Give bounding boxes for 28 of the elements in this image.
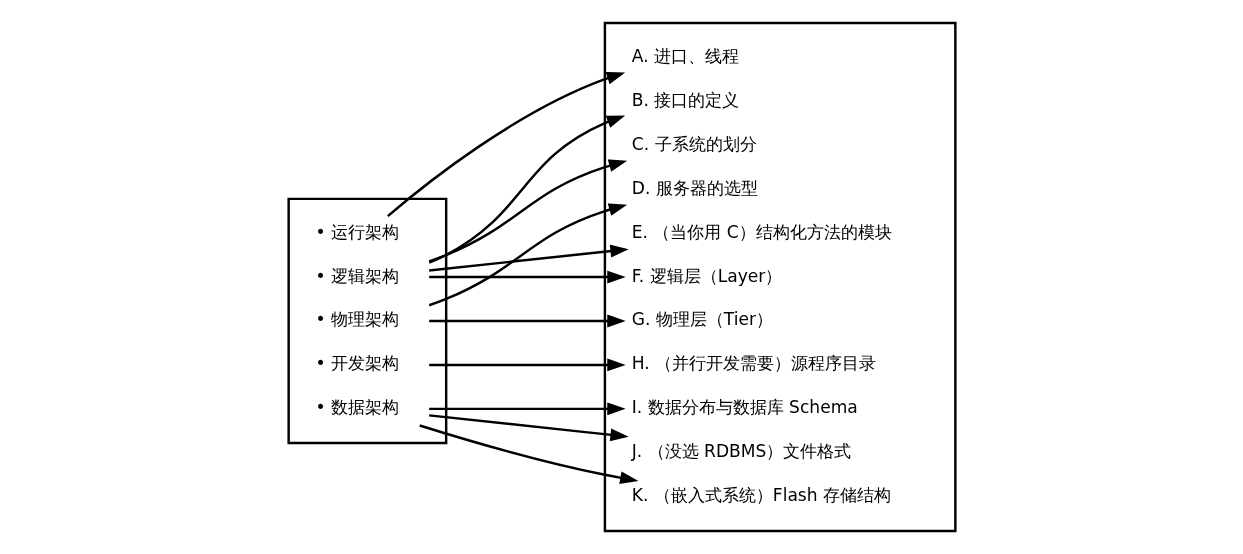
node-text: • 运行架构 (315, 221, 399, 242)
node-text: G. 物理层（Tier） (631, 309, 773, 330)
node-text: H. （并行开发需要）源程序目录 (631, 353, 876, 374)
arrow (428, 244, 629, 272)
arrow (428, 358, 626, 372)
node-text: • 逻辑架构 (315, 265, 399, 286)
node-text: K. （嵌入式系统）Flash 存储结构 (631, 485, 891, 506)
arrow (428, 314, 626, 328)
node-text: I. 数据分布与数据库 Schema (631, 397, 858, 418)
arrow (428, 270, 626, 284)
arrow (428, 115, 625, 264)
arrow (386, 72, 625, 218)
cluster (286, 197, 447, 445)
arrow (428, 159, 627, 263)
node-text: F. 逻辑层（Layer） (631, 265, 782, 286)
arrow (428, 402, 626, 416)
node-text: E. （当你用 C）结构化方法的模块 (631, 221, 892, 242)
node-text: B. 接口的定义 (631, 89, 739, 110)
arrow (428, 203, 627, 307)
node-text: C. 子系统的划分 (631, 133, 757, 154)
node-text: • 开发架构 (315, 353, 399, 374)
node-text: • 物理架构 (315, 309, 399, 330)
node-text: A. 进口、线程 (631, 45, 739, 66)
node-text: J. （没选 RDBMS）文件格式 (631, 441, 851, 462)
arrow (428, 414, 629, 442)
arrow (418, 424, 638, 485)
node-text: D. 服务器的选型 (631, 177, 758, 198)
node-text: • 数据架构 (315, 397, 399, 418)
